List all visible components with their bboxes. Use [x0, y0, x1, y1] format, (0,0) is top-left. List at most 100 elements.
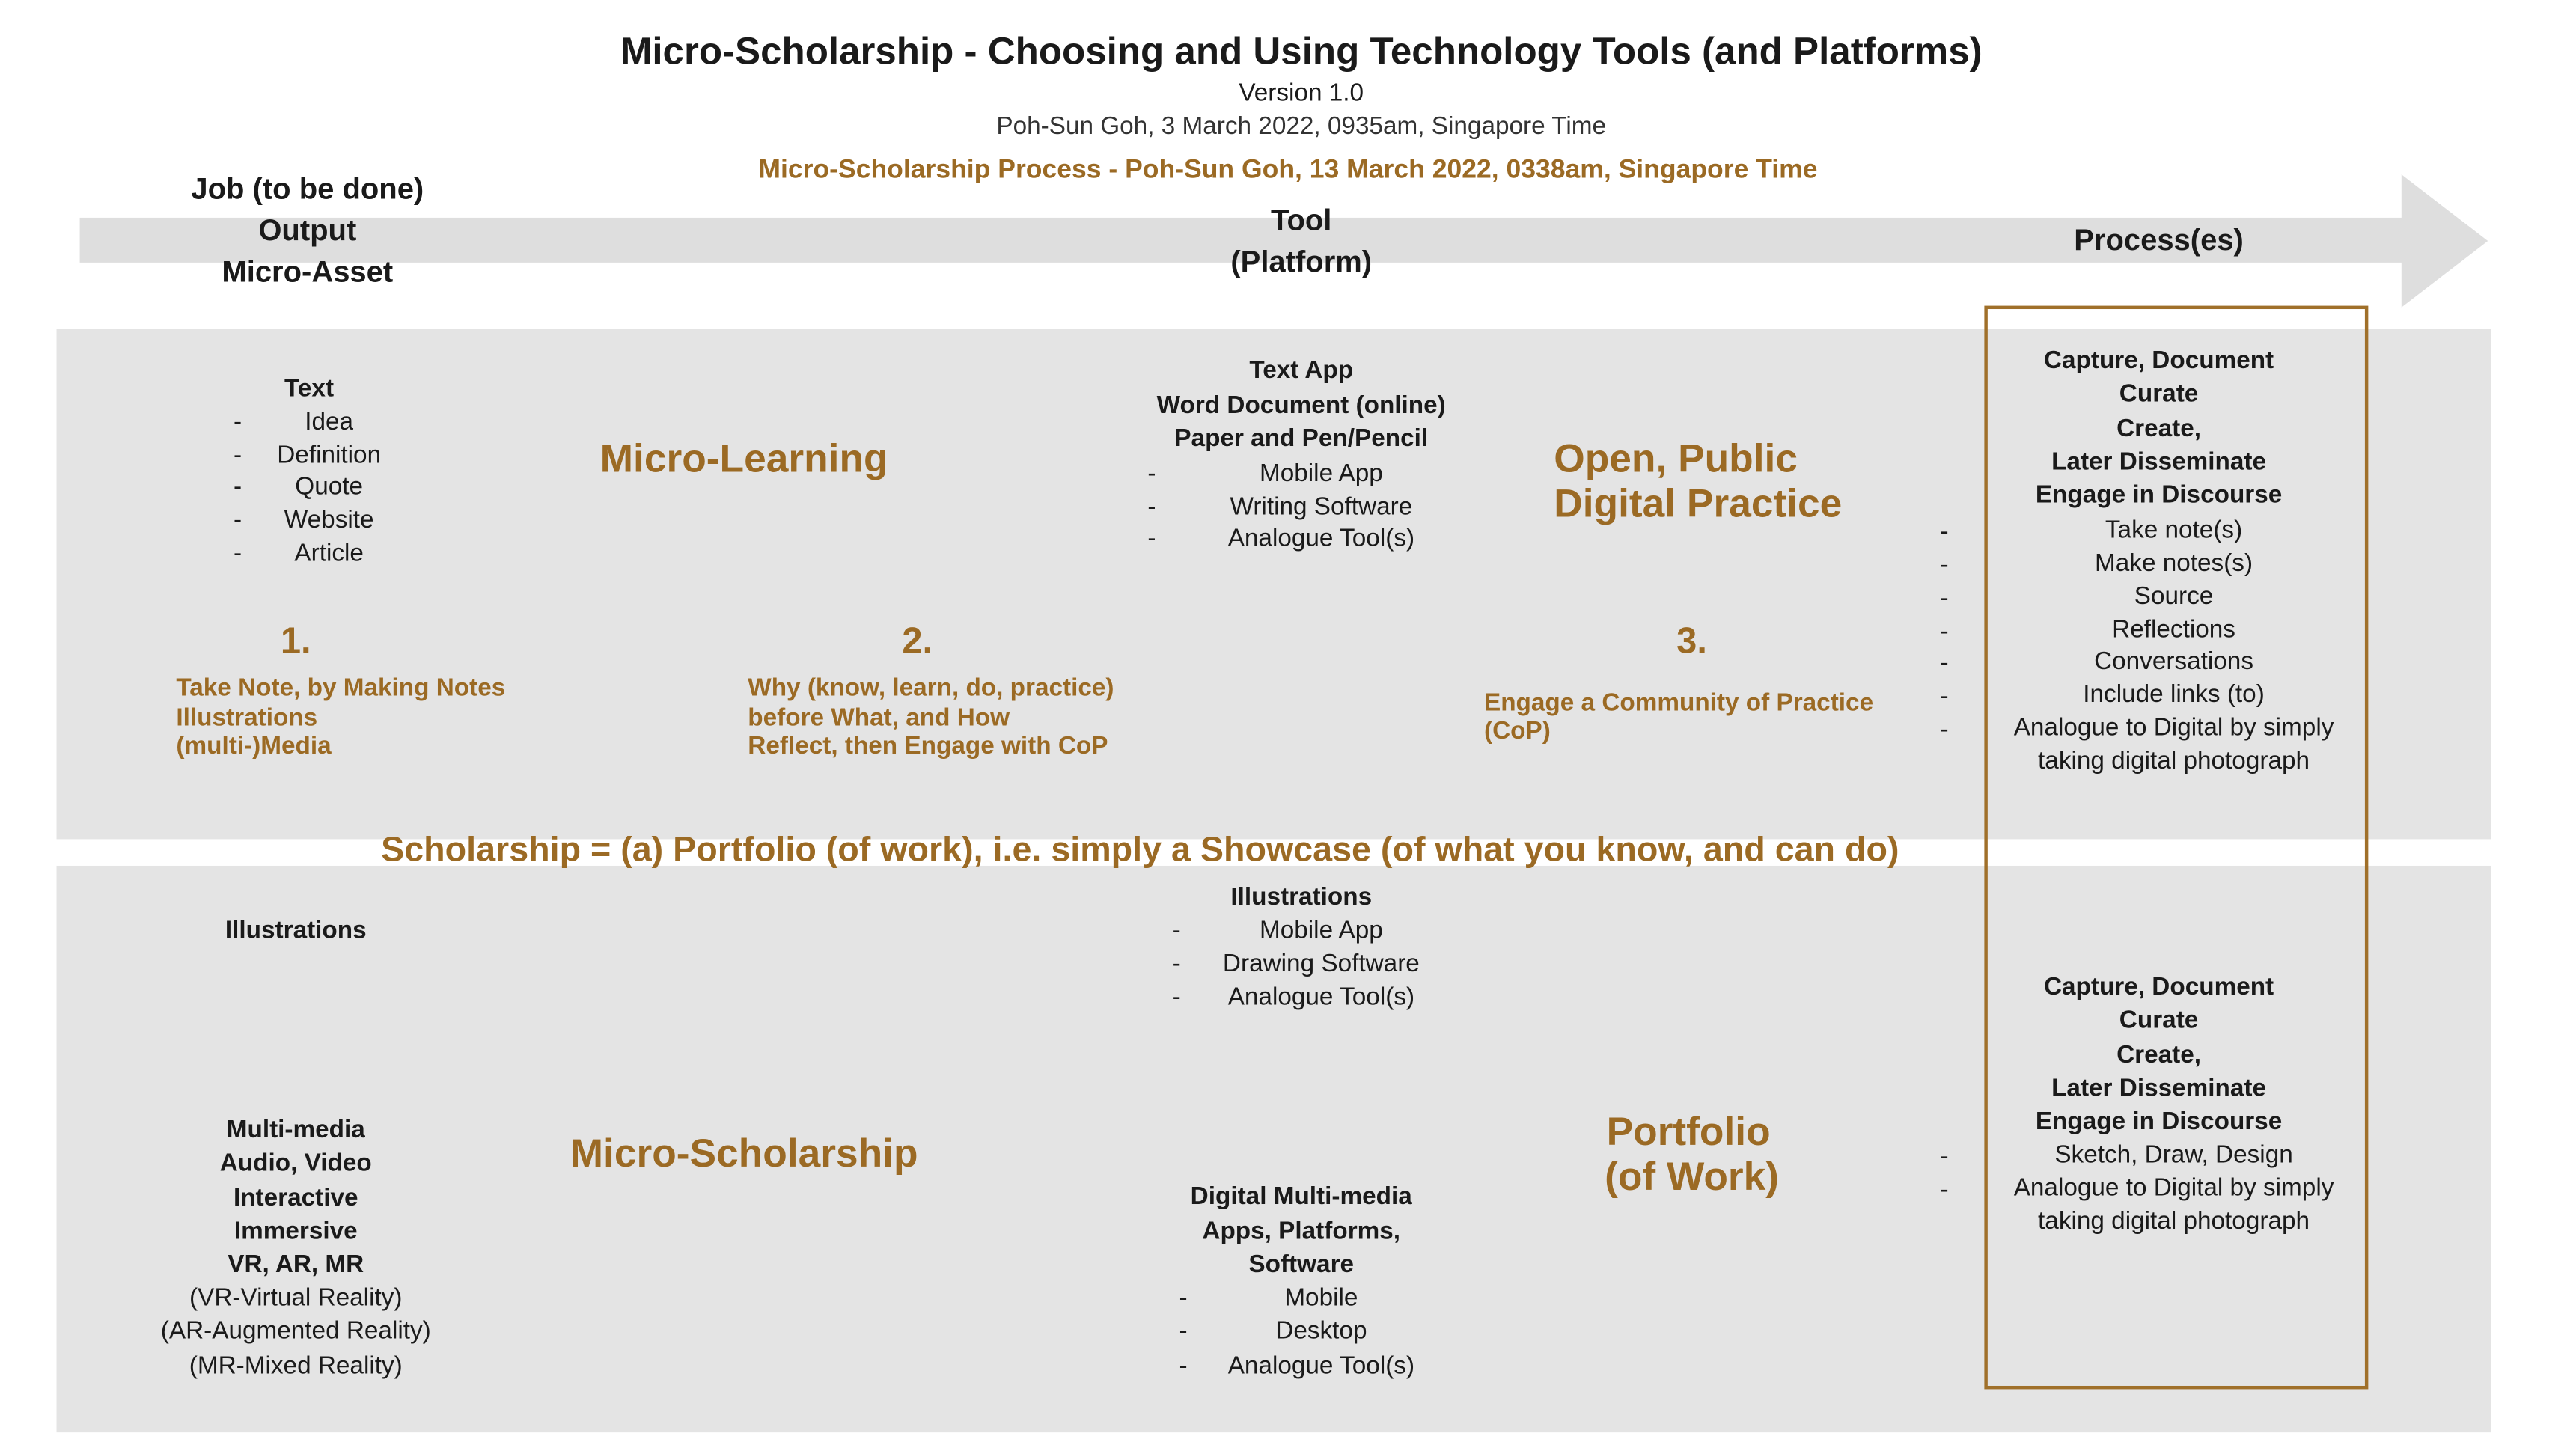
- tool-title: Paper and Pen/Pencil: [1174, 424, 1429, 453]
- process-title: Create,: [2116, 1041, 2202, 1069]
- col-tool: Tool: [1271, 204, 1332, 237]
- list-item: Drawing Software: [1222, 950, 1420, 978]
- col-micro-asset: Micro-Asset: [222, 254, 394, 289]
- tool-title: Digital Multi-media: [1190, 1182, 1412, 1211]
- process-item: Sketch, Draw, Design: [2054, 1140, 2293, 1170]
- media-item: (AR-Augmented Reality): [160, 1316, 431, 1345]
- media-title: Multi-media: [226, 1116, 365, 1144]
- dash-bullet-icon: -: [1172, 983, 1181, 1012]
- arrow-head: [2401, 174, 2488, 308]
- dash-bullet-icon: -: [233, 472, 242, 501]
- dash-bullet-icon: -: [1940, 517, 1949, 546]
- dash-bullet-icon: -: [1172, 916, 1181, 945]
- step-text: Reflect, then Engage with CoP: [748, 732, 1108, 760]
- dash-bullet-icon: -: [1940, 682, 1949, 711]
- dash-bullet-icon: -: [233, 506, 242, 534]
- dash-bullet-icon: -: [1147, 524, 1156, 553]
- process-title: Engage in Discourse: [2035, 480, 2283, 510]
- author-line: Poh-Sun Goh, 3 March 2022, 0935am, Singa…: [996, 112, 1607, 141]
- step-text: (multi-)Media: [176, 732, 332, 760]
- process-title: Later Disseminate: [2051, 1074, 2267, 1103]
- dash-bullet-icon: -: [1940, 1142, 1949, 1171]
- process-item: Conversations: [2094, 647, 2254, 676]
- step-number: 2.: [902, 620, 933, 662]
- process-item: Make notes(s): [2095, 549, 2253, 578]
- media-item: (MR-Mixed Reality): [189, 1351, 403, 1381]
- media-title: Audio, Video: [219, 1149, 372, 1178]
- dash-bullet-icon: -: [1940, 551, 1949, 579]
- dash-bullet-icon: -: [233, 408, 242, 436]
- dash-bullet-icon: -: [1179, 1316, 1188, 1345]
- dash-bullet-icon: -: [1940, 649, 1949, 677]
- process-line: Micro-Scholarship Process - Poh-Sun Goh,…: [758, 156, 1818, 185]
- media-title: VR, AR, MR: [228, 1250, 364, 1279]
- list-item: Writing Software: [1230, 492, 1413, 522]
- portfolio-label-2: (of Work): [1605, 1155, 1780, 1200]
- dash-bullet-icon: -: [1147, 459, 1156, 488]
- asset-title: Text: [284, 374, 335, 403]
- dash-bullet-icon: -: [233, 539, 242, 568]
- step-text: Illustrations: [176, 703, 318, 733]
- step-text: before What, and How: [748, 703, 1010, 733]
- process-item: taking digital photograph: [2038, 747, 2310, 775]
- step-text: (CoP): [1483, 717, 1551, 745]
- dash-bullet-icon: -: [1940, 1176, 1949, 1204]
- col-job: Job (to be done): [191, 171, 424, 206]
- process-item: Source: [2134, 582, 2214, 611]
- dash-bullet-icon: -: [1179, 1283, 1188, 1313]
- col-platform: (Platform): [1230, 245, 1373, 278]
- step-text: Take Note, by Making Notes: [176, 673, 506, 703]
- list-item: Desktop: [1275, 1316, 1367, 1345]
- list-item: Analogue Tool(s): [1227, 1351, 1415, 1381]
- list-item: Article: [294, 539, 364, 568]
- media-title: Immersive: [234, 1217, 358, 1246]
- dash-bullet-icon: -: [1147, 492, 1156, 522]
- arrow-shaft: [79, 217, 2403, 263]
- col-output: Output: [258, 213, 357, 247]
- tool-title: Word Document (online): [1156, 391, 1446, 420]
- process-title: Capture, Document: [2043, 973, 2274, 1001]
- process-item: Analogue to Digital by simply: [2013, 1173, 2334, 1203]
- process-item: Reflections: [2112, 615, 2235, 644]
- scholarship-definition: Scholarship = (a) Portfolio (of work), i…: [381, 831, 1899, 870]
- col-processes: Process(es): [2074, 223, 2244, 257]
- list-item: Idea: [305, 408, 354, 436]
- media-title: Interactive: [233, 1184, 358, 1212]
- step-number: 3.: [1676, 620, 1707, 662]
- tool-title: Software: [1248, 1250, 1355, 1279]
- diagram-title: Micro-Scholarship - Choosing and Using T…: [620, 28, 1983, 73]
- process-item: Take note(s): [2105, 516, 2243, 545]
- process-title: Curate: [2119, 1006, 2199, 1035]
- dash-bullet-icon: -: [1179, 1351, 1188, 1381]
- list-item: Website: [284, 506, 374, 534]
- process-box: [1984, 305, 2369, 1390]
- step-text: Why (know, learn, do, practice): [748, 673, 1114, 703]
- bottom-panel: [56, 865, 2491, 1433]
- process-title: Later Disseminate: [2051, 447, 2267, 477]
- list-item: Mobile App: [1259, 916, 1383, 945]
- dash-bullet-icon: -: [1940, 584, 1949, 613]
- list-item: Definition: [277, 441, 382, 470]
- step-number: 1.: [280, 620, 311, 662]
- process-title: Engage in Discourse: [2035, 1108, 2283, 1136]
- micro-learning-label: Micro-Learning: [599, 437, 888, 482]
- tool-title: Text App: [1249, 356, 1354, 385]
- dash-bullet-icon: -: [1172, 950, 1181, 978]
- micro-scholarship-label: Micro-Scholarship: [570, 1131, 918, 1177]
- list-item: Mobile App: [1259, 459, 1383, 488]
- process-title: Create,: [2116, 415, 2202, 443]
- open-practice-label: Open, Public: [1554, 437, 1798, 482]
- media-item: (VR-Virtual Reality): [189, 1283, 403, 1313]
- process-title: Capture, Document: [2043, 346, 2274, 375]
- tool-title: Apps, Platforms,: [1202, 1217, 1401, 1246]
- list-item: Analogue Tool(s): [1227, 524, 1415, 553]
- version: Version 1.0: [1239, 79, 1364, 108]
- dash-bullet-icon: -: [1940, 617, 1949, 646]
- list-item: Mobile: [1284, 1283, 1358, 1313]
- process-item: Include links (to): [2083, 680, 2265, 709]
- list-item: Quote: [295, 472, 364, 501]
- list-item: Analogue Tool(s): [1227, 983, 1415, 1012]
- asset-title: Illustrations: [225, 916, 367, 945]
- step-text: Engage a Community of Practice: [1483, 688, 1874, 718]
